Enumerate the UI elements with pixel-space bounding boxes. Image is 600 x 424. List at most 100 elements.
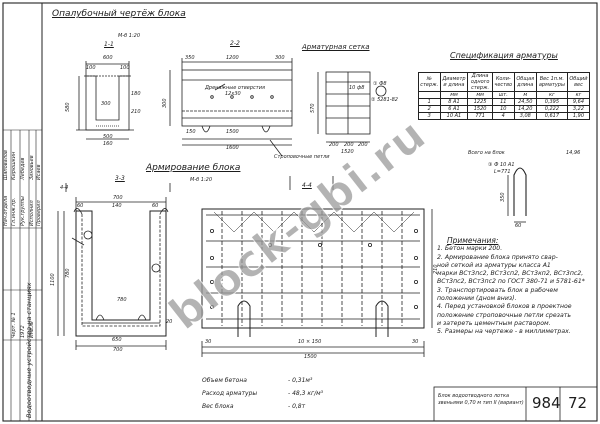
- section-3-3-dim-width: 700: [113, 195, 123, 201]
- loop-dim-width: 60: [515, 223, 522, 229]
- title-block-description: Блок водоотводного лотка звеньями 0,70 м…: [438, 393, 524, 406]
- section-1-1-dim-step: 160: [103, 141, 113, 147]
- spec-cell: 10 А1: [439, 112, 469, 120]
- left-strip-role: Проверил: [36, 200, 42, 226]
- section-1-1-dim-depth: 300: [101, 101, 111, 107]
- spec-header: Общая длина: [513, 72, 537, 92]
- section-3-3-dim-20: 20: [166, 319, 173, 325]
- spec-cell: 1: [418, 98, 441, 106]
- section-1-1-label: 1-1: [104, 41, 114, 48]
- note-item: 4. Перед установкой блоков в проектное: [437, 303, 572, 311]
- spec-cell: 1,90: [566, 112, 591, 120]
- summary-steel-label: Расход арматуры: [202, 390, 258, 397]
- spec-unit: мм: [467, 91, 493, 99]
- spec-cell: 3,08: [513, 112, 537, 120]
- section-2-2-label: 2-2: [230, 40, 240, 47]
- left-strip-role: Рук.группы: [20, 196, 26, 226]
- spec-cell: 3,22: [566, 105, 591, 113]
- spec-cell: 11: [491, 98, 515, 106]
- left-strip-code: Черт. № 1: [11, 312, 17, 338]
- section-3-3-drawing: [57, 183, 171, 350]
- summary-weight-label: Вес блока: [202, 403, 234, 410]
- left-strip-role: Нач.отдела: [3, 195, 9, 226]
- reinforcement-scale: М-б 1:20: [190, 177, 213, 183]
- notes-block: Примечания: 1. Бетон марки 200. 2. Армир…: [437, 236, 585, 337]
- section-3-3-dim-140: 140: [112, 203, 122, 209]
- section-2-2-loops-label: Строповочные петли: [274, 154, 330, 160]
- note-item: 2. Армирование блока принято свар-: [437, 253, 558, 261]
- section-4-4-dim-1500: 1500: [304, 354, 317, 360]
- section-2-2-dim-1600: 1600: [226, 145, 239, 151]
- spec-cell: 3: [418, 112, 441, 120]
- spec-cell: 0,222: [535, 105, 568, 113]
- spec-unit: кг: [566, 91, 591, 99]
- summary-concrete-label: Объем бетона: [202, 377, 247, 384]
- spec-cell: 0,617: [535, 112, 568, 120]
- spec-cell: 24,50: [513, 98, 537, 106]
- section-1-1-dim-inner: 210: [131, 109, 141, 115]
- table-row: 3 10 А1 771 4 3,08 0,617 1,90: [418, 112, 591, 120]
- mesh-dim-height: 570: [310, 103, 316, 113]
- loop-mark: ③ Ф 10 А1: [488, 162, 515, 168]
- spec-cell: 4: [491, 112, 515, 120]
- left-strip-person: Исаев: [36, 164, 42, 180]
- drawing-scale: М-б 1:20: [118, 33, 141, 39]
- section-3-3-dim-60: 60: [77, 203, 84, 209]
- loop-detail-drawing: [507, 167, 527, 223]
- spec-unit: [418, 91, 441, 99]
- note-item: ной сеткой из арматуры класса А1: [437, 261, 551, 269]
- section-2-2-dim-150: 150: [186, 129, 196, 135]
- mesh-dim-c: 200: [358, 142, 368, 148]
- section-3-3-dim-650: 650: [112, 337, 122, 343]
- mesh-mark-2: 10 ф8: [349, 85, 365, 91]
- spec-header: Коли-чество: [491, 72, 515, 92]
- left-strip-role: Гл.инж.пр.: [11, 197, 17, 226]
- spec-unit: кг: [535, 91, 568, 99]
- section-2-2-dim-length: 1200: [226, 55, 239, 61]
- mesh-dim-a: 200: [329, 142, 339, 148]
- spec-cell: 771: [467, 112, 493, 120]
- title-block-number: 984: [532, 394, 561, 412]
- left-strip-person: Кирюшкин: [11, 151, 17, 180]
- spec-header: Диаметр и длина: [439, 72, 469, 92]
- table-row: 1 8 А1 1225 11 24,50 0,395 9,64: [418, 98, 591, 106]
- reinforcement-title: Армирование блока: [146, 163, 241, 173]
- title-block-sheet: 72: [568, 394, 588, 412]
- section-4-4-label: 4-4: [302, 182, 312, 189]
- section-2-2-holes-label: Дренажные отверстия: [205, 85, 265, 91]
- section-1-1-dim-bottom: 500: [103, 134, 113, 140]
- section-3-3-label: 3-3: [115, 175, 125, 182]
- spec-units-row: мм мм шт. м кг кг: [418, 91, 591, 99]
- section-4-4-dim-30r: 30: [412, 339, 419, 345]
- spec-cell: 0,395: [535, 98, 568, 106]
- section-3-3-dim-height: 1100: [50, 273, 56, 286]
- left-strip-person: Зиновьев: [29, 155, 35, 180]
- section-4-4-dim-30: 30: [205, 339, 212, 345]
- spec-header: Общий вес: [566, 72, 591, 92]
- section-1-1-dim-wall: 100: [86, 65, 96, 71]
- section-1-1-dim-wall-r: 100: [120, 65, 130, 71]
- spec-unit: шт.: [491, 91, 515, 99]
- section-2-2-dim-300: 300: [275, 55, 285, 61]
- mesh-mark-3: ② 5281-82: [371, 97, 398, 103]
- spec-cell: 1225: [467, 98, 493, 106]
- spec-unit: мм: [439, 91, 469, 99]
- note-item: 3. Транспортировать блок в рабочем: [437, 286, 558, 294]
- section-3-3-dim-bottom: 700: [113, 347, 123, 353]
- spec-unit: м: [513, 91, 537, 99]
- left-strip-person: Лебедев: [20, 157, 26, 180]
- summary-weight-value: - 0,8т: [288, 403, 306, 410]
- title-block-lines: [433, 386, 598, 422]
- mesh-dim-length: 1520: [341, 149, 354, 155]
- left-strip-person: Шаповалов: [3, 150, 9, 180]
- spec-cell: 8 А1: [439, 98, 469, 106]
- left-strip-title: Водоотводные устройства на станциях: [25, 282, 33, 419]
- loop-length: L=771: [494, 169, 511, 175]
- section-4-4-drawing: [201, 176, 433, 357]
- left-strip-code: Инв.№: [29, 321, 35, 338]
- note-item: и затереть цементным раствором.: [437, 319, 551, 327]
- notes-title: Примечания:: [447, 236, 499, 245]
- loop-dim-height: 350: [500, 192, 506, 202]
